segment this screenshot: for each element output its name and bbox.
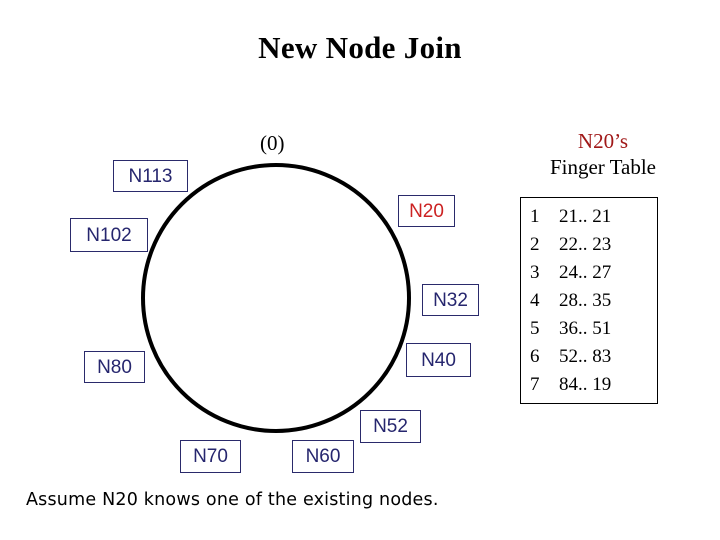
- finger-table-index: 4: [530, 290, 540, 311]
- finger-table-heading: N20’s Finger Table: [498, 128, 708, 180]
- finger-table-index: 6: [530, 346, 540, 367]
- ring-node-n20: N20: [398, 195, 455, 227]
- ring-zero-label: (0): [260, 131, 285, 155]
- slide-caption: Assume N20 knows one of the existing nod…: [26, 490, 439, 510]
- finger-table-range: 22.. 23: [559, 234, 612, 255]
- finger-table-row: 1 21.. 21: [521, 203, 657, 231]
- finger-table-index: 3: [530, 262, 540, 283]
- ring-node-label: N80: [97, 356, 132, 378]
- finger-table-title: Finger Table: [549, 155, 657, 179]
- finger-table-row: 3 24.. 27: [521, 259, 657, 287]
- finger-table-range: 24.. 27: [559, 262, 612, 283]
- ring-node-n52: N52: [360, 410, 421, 443]
- ring-node-n40: N40: [406, 343, 471, 377]
- finger-table-range: 84.. 19: [559, 374, 612, 395]
- finger-table-index: 7: [530, 374, 540, 395]
- chord-ring-circle: [141, 163, 411, 433]
- ring-node-n32: N32: [422, 284, 479, 316]
- finger-table-range: 36.. 51: [559, 318, 612, 339]
- ring-node-label: N20: [409, 200, 444, 222]
- ring-node-label: N102: [86, 224, 132, 246]
- finger-table-row: 4 28.. 35: [521, 287, 657, 315]
- ring-node-label: N32: [433, 289, 468, 311]
- finger-table-index: 2: [530, 234, 540, 255]
- ring-node-n113: N113: [113, 160, 188, 192]
- finger-table-index: 5: [530, 318, 540, 339]
- ring-node-n102: N102: [70, 218, 148, 252]
- ring-node-n60: N60: [292, 440, 354, 473]
- finger-table-owner: N20’s: [577, 129, 629, 153]
- ring-node-n80: N80: [84, 351, 145, 383]
- finger-table-row: 7 84.. 19: [521, 371, 657, 399]
- finger-table-index: 1: [530, 206, 540, 227]
- finger-table-row: 5 36.. 51: [521, 315, 657, 343]
- finger-table-range: 28.. 35: [559, 290, 612, 311]
- ring-node-n70: N70: [180, 440, 241, 473]
- finger-table-range: 21.. 21: [559, 206, 612, 227]
- ring-node-label: N113: [128, 165, 173, 187]
- finger-table-row: 2 22.. 23: [521, 231, 657, 259]
- finger-table-range: 52.. 83: [559, 346, 612, 367]
- page-title: New Node Join: [258, 30, 462, 65]
- finger-table: 1 21.. 21 2 22.. 23 3 24.. 27 4 28.. 35 5 36.. 51…: [520, 197, 658, 404]
- finger-table-row: 6 52.. 83: [521, 343, 657, 371]
- ring-node-label: N52: [373, 416, 408, 437]
- ring-node-label: N60: [305, 446, 341, 467]
- ring-node-label: N70: [193, 446, 228, 467]
- ring-node-label: N40: [421, 349, 456, 371]
